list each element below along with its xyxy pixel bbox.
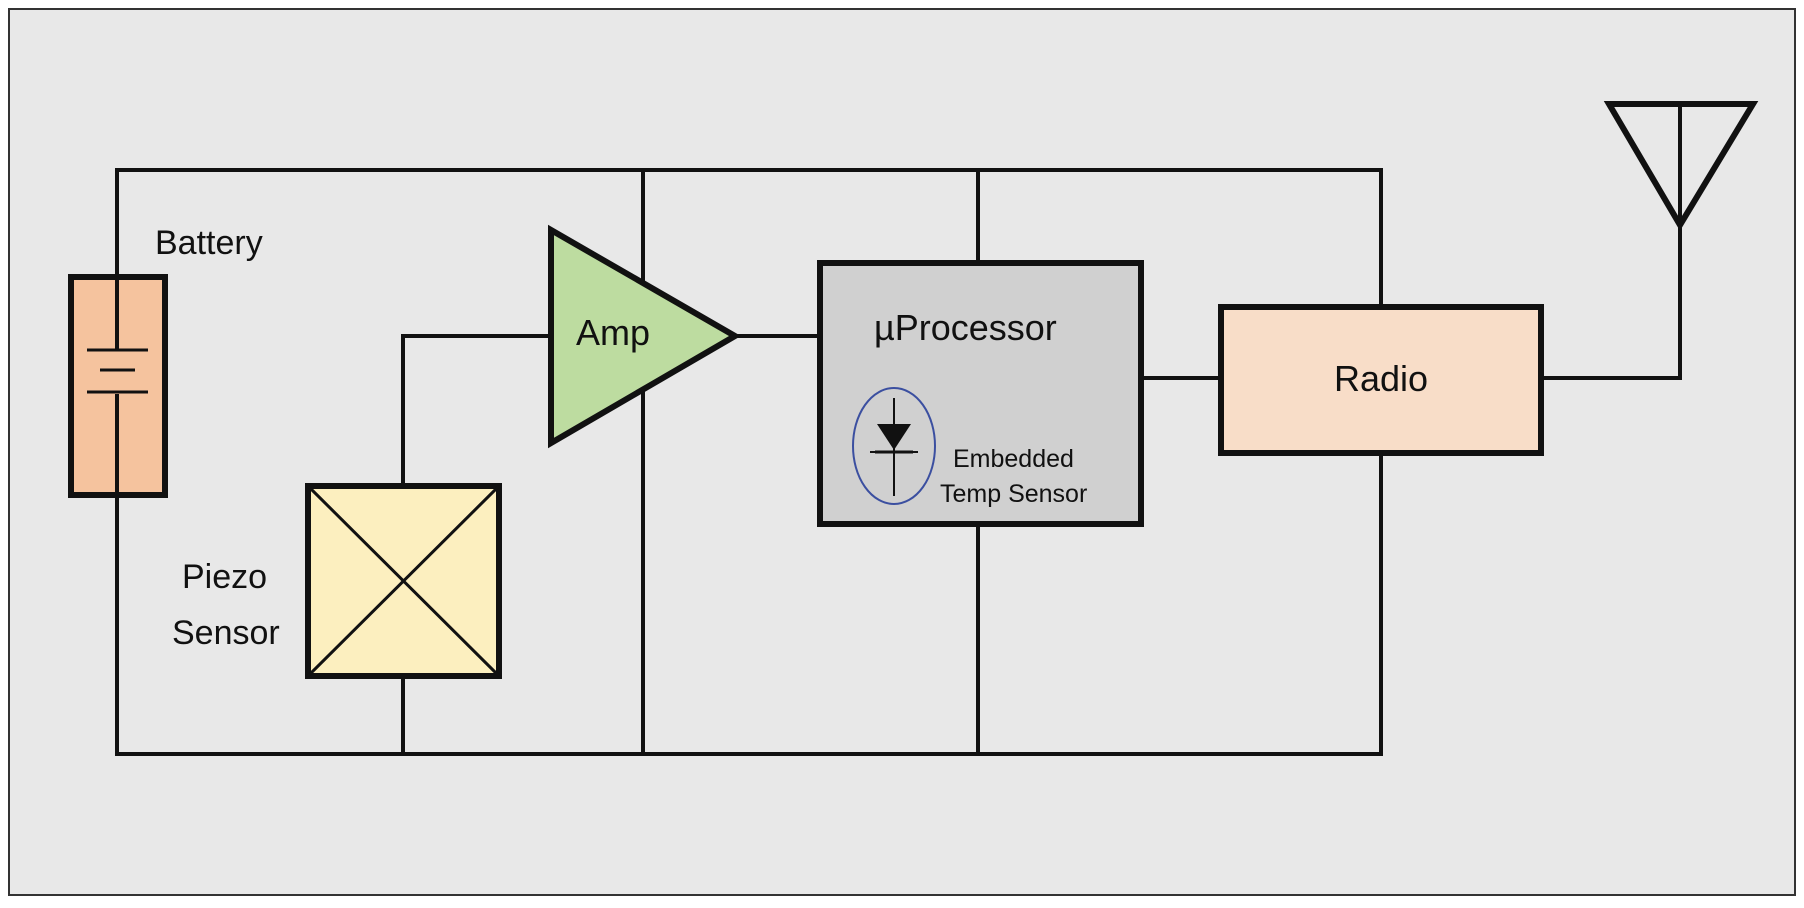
amp-label: Amp	[576, 312, 650, 353]
amp-triangle	[548, 224, 741, 449]
diode-icon	[870, 398, 918, 496]
embedded-temp-sensor: Embedded Temp Sensor	[852, 387, 1087, 508]
radio-label: Radio	[1334, 358, 1428, 399]
piezo-label-line2: Sensor	[172, 614, 280, 652]
battery	[68, 274, 168, 498]
battery-cell-icon	[87, 275, 148, 497]
temp-sensor-label-line1: Embedded	[953, 445, 1074, 473]
circuit-wires	[115, 168, 1682, 756]
temp-sensor-ring	[852, 387, 936, 505]
battery-label: Battery	[155, 224, 263, 262]
radio-box	[1218, 304, 1544, 456]
microprocessor: µProcessor Embedded Temp Sensor	[817, 260, 1144, 527]
temp-sensor-label-line2: Temp Sensor	[940, 480, 1087, 508]
piezo-sensor	[305, 483, 502, 679]
processor-label: µProcessor	[874, 307, 1057, 348]
piezo-label-line1: Piezo	[182, 558, 267, 596]
radio: Radio	[1218, 304, 1544, 456]
processor-box	[817, 260, 1144, 527]
antenna-icon	[1603, 101, 1759, 231]
crossed-box-icon	[306, 484, 501, 678]
amplifier: Amp	[548, 224, 741, 449]
